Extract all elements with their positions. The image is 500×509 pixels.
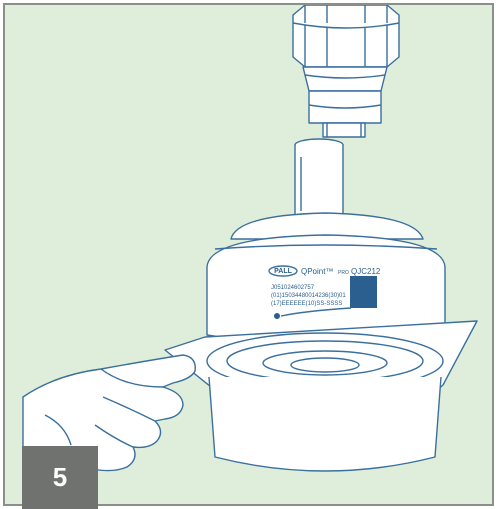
illustration-frame: PALL QPoint™ PRO QJC212 J051024602757 (0… <box>3 3 494 506</box>
filter-installation-illustration: PALL QPoint™ PRO QJC212 J051024602757 (0… <box>5 5 494 506</box>
label-line-1: J051024602757 <box>271 285 315 291</box>
filter-base <box>207 333 443 471</box>
label-line-3: (17)EEEEEE(10)SS-SSSS <box>271 301 342 307</box>
product-tag: PRO <box>338 270 349 276</box>
hex-nut <box>293 5 399 67</box>
adapter-cylinder <box>295 139 343 221</box>
product-name: QPoint™ <box>301 267 333 276</box>
brand-logo-text: PALL <box>274 268 292 275</box>
label-line-2: (01)15034480014236(30)01 <box>271 293 346 299</box>
indicator-dot <box>274 313 280 319</box>
datamatrix-code <box>350 276 377 308</box>
step-number-badge: 5 <box>22 446 98 509</box>
model-number: QJC212 <box>351 267 381 276</box>
fitting-stem <box>303 67 387 137</box>
